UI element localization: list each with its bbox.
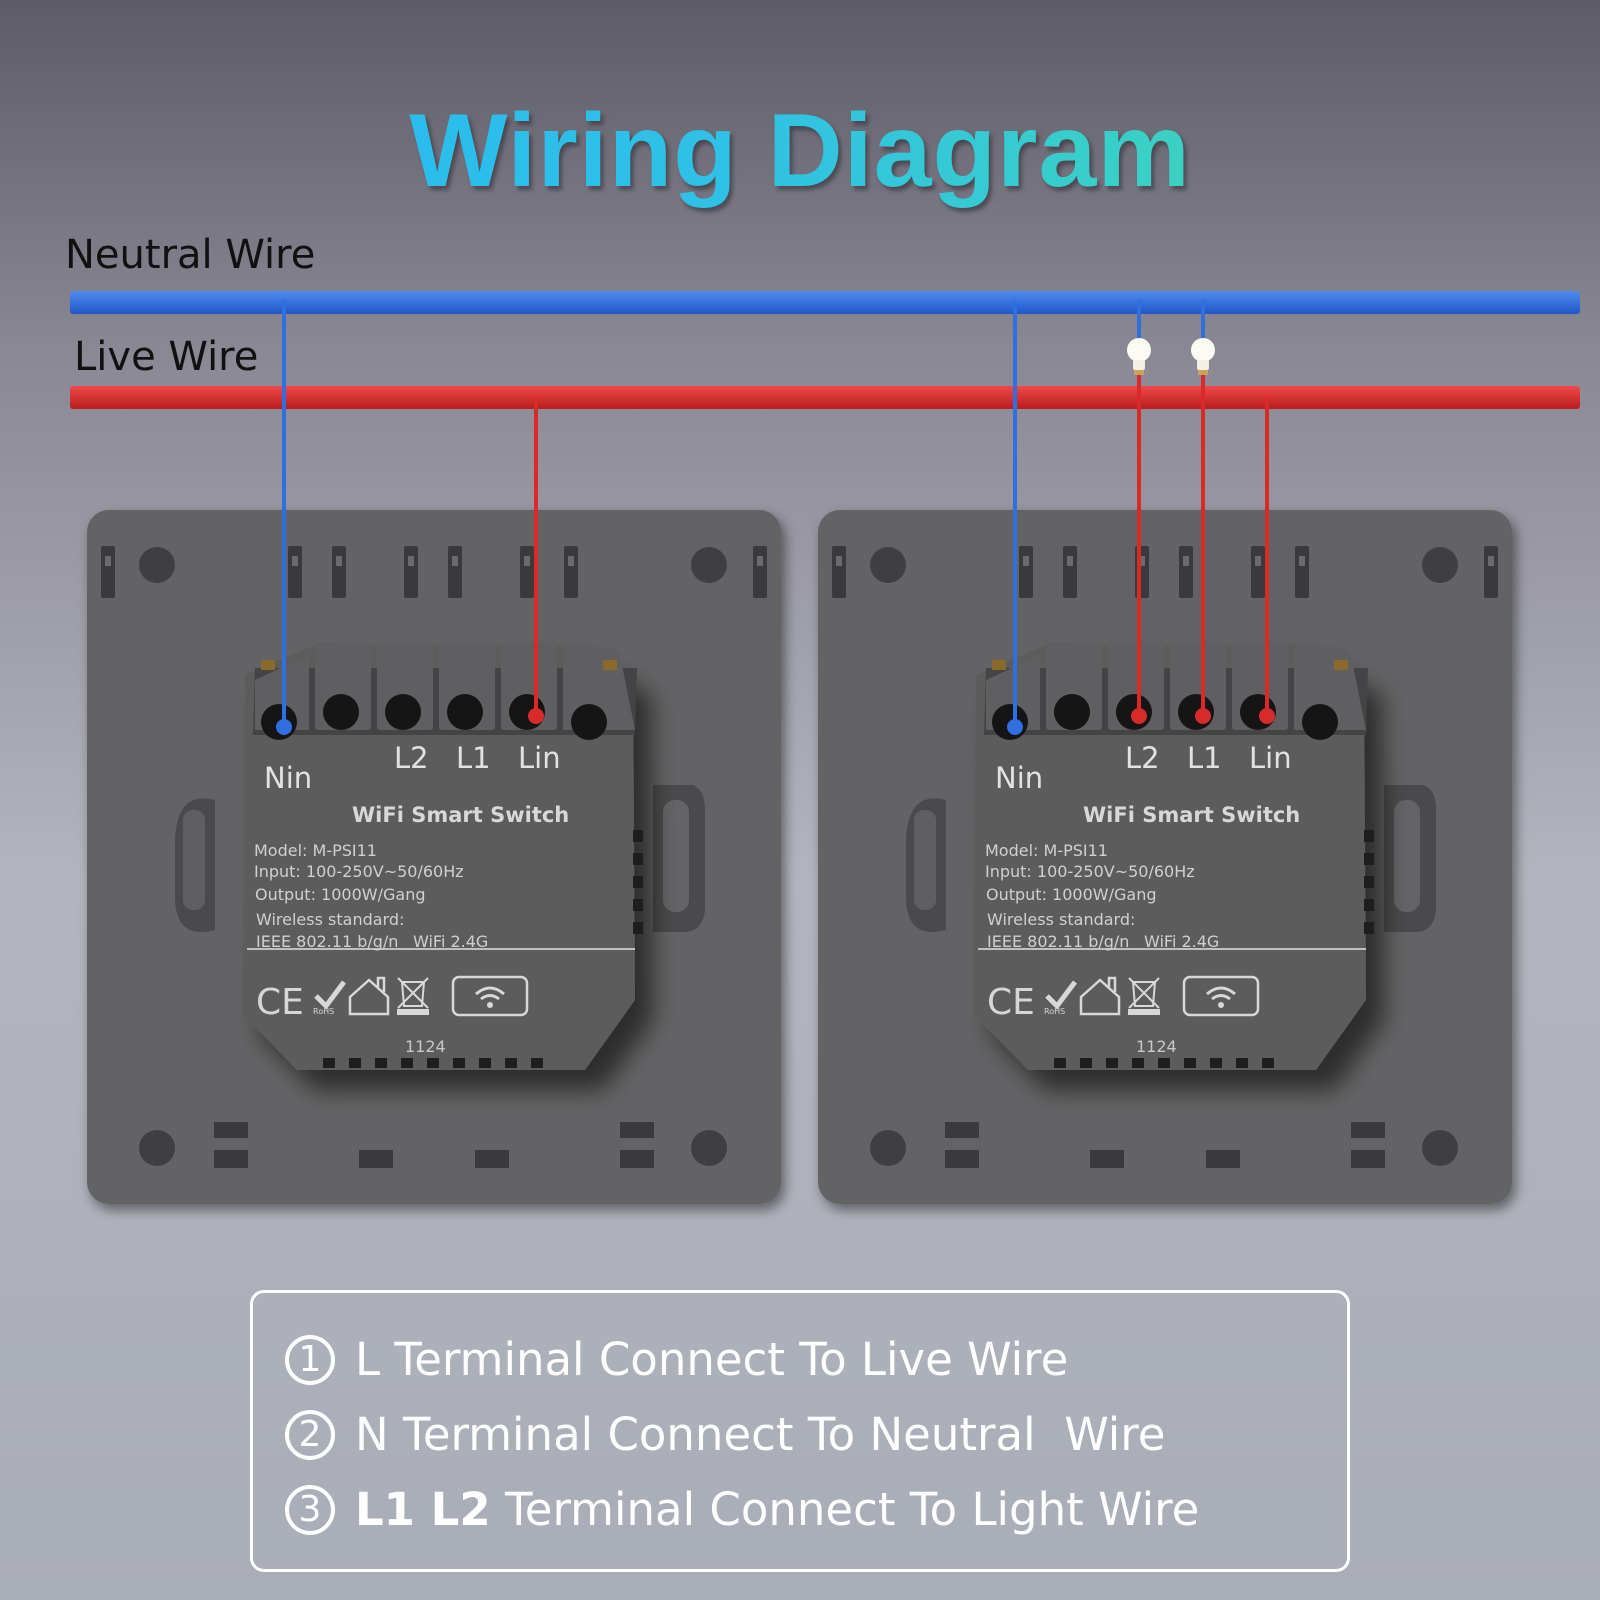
instruction-text: Terminal Connect To Live Wire xyxy=(380,1333,1069,1386)
instruction-item: 2 N Terminal Connect To Neutral Wire xyxy=(285,1408,1165,1461)
neutral-wire xyxy=(70,291,1580,314)
spec-wifi: WiFi 2.4G xyxy=(1144,932,1219,951)
weee-bin-icon xyxy=(1128,977,1160,1015)
switch-panel-1 xyxy=(87,510,781,1204)
weee-bin-icon xyxy=(397,977,429,1015)
terminal-label-l1: L1 xyxy=(1187,741,1222,775)
switch2-nin-terminal xyxy=(1007,719,1023,735)
product-name: WiFi Smart Switch xyxy=(1083,803,1300,827)
home-icon xyxy=(348,976,390,1016)
instruction-text: Terminal Connect To Neutral Wire xyxy=(388,1408,1166,1461)
spec-input: Input: 100-250V~50/60Hz xyxy=(985,862,1195,881)
check-icon xyxy=(1045,980,1077,1010)
light-bulb-icon xyxy=(1126,337,1152,376)
rohs-mark: RoHS xyxy=(313,1007,334,1016)
terminal-prefix: N xyxy=(355,1408,389,1461)
step-number-badge: 3 xyxy=(285,1484,335,1535)
terminal-label-l2: L2 xyxy=(394,741,429,775)
wifi-icon xyxy=(1206,986,1236,1001)
wifi-badge xyxy=(451,975,529,1017)
terminal-label-l2: L2 xyxy=(1125,741,1160,775)
neutral-wire-label: Neutral Wire xyxy=(65,232,316,278)
spec-wifi: WiFi 2.4G xyxy=(413,932,488,951)
wifi-icon xyxy=(475,986,505,1001)
spec-wireless: Wireless standard: xyxy=(256,910,404,929)
terminal-label-lin: Lin xyxy=(1249,741,1292,775)
rohs-mark: RoHS xyxy=(1044,1007,1065,1016)
terminal-prefix: L1 L2 xyxy=(355,1483,491,1536)
switch-panel-2 xyxy=(818,510,1512,1204)
spec-output: Output: 1000W/Gang xyxy=(255,885,425,904)
instruction-text: Terminal Connect To Light Wire xyxy=(490,1483,1200,1536)
spec-model: Model: M-PSI11 xyxy=(985,841,1108,860)
product-name: WiFi Smart Switch xyxy=(352,803,569,827)
spec-wireless: Wireless standard: xyxy=(987,910,1135,929)
switch1-nin-terminal xyxy=(276,719,292,735)
spec-ieee: IEEE 802.11 b/g/n xyxy=(256,932,398,951)
live-wire-label: Live Wire xyxy=(74,334,259,380)
check-icon xyxy=(314,980,346,1010)
ce-mark: CE xyxy=(256,982,304,1023)
step-number-badge: 1 xyxy=(285,1334,335,1385)
light-bulb-icon xyxy=(1190,337,1216,376)
spec-output: Output: 1000W/Gang xyxy=(986,885,1156,904)
instructions-box: 1 L Terminal Connect To Live Wire 2 N Te… xyxy=(250,1290,1350,1572)
product-code: 1124 xyxy=(1136,1037,1177,1056)
terminal-label-nin: Nin xyxy=(995,761,1043,795)
terminal-label-nin: Nin xyxy=(264,761,312,795)
terminal-label-l1: L1 xyxy=(456,741,491,775)
ce-mark: CE xyxy=(987,982,1035,1023)
switch1-labels: Nin L2 L1 Lin WiFi Smart Switch Model: M… xyxy=(254,741,569,1056)
step-number-badge: 2 xyxy=(285,1409,335,1460)
terminal-label-lin: Lin xyxy=(518,741,561,775)
switch2-l1-terminal xyxy=(1195,708,1211,724)
wifi-badge xyxy=(1182,975,1260,1017)
switch2-labels: Nin L2 L1 Lin WiFi Smart Switch Model: M… xyxy=(985,741,1300,1056)
wifi-dot xyxy=(487,1002,493,1008)
instruction-item: 1 L Terminal Connect To Live Wire xyxy=(285,1333,1068,1386)
terminal-prefix: L xyxy=(355,1333,381,1386)
spec-ieee: IEEE 802.11 b/g/n xyxy=(987,932,1129,951)
live-wire xyxy=(70,386,1580,409)
instruction-item: 3 L1 L2 Terminal Connect To Light Wire xyxy=(285,1483,1199,1536)
wiring-diagram: Nin L2 L1 Lin WiFi Smart Switch Model: M… xyxy=(70,291,1580,1260)
page-title: Wiring Diagram xyxy=(0,92,1600,211)
switch1-lin-terminal xyxy=(528,708,544,724)
product-code: 1124 xyxy=(405,1037,446,1056)
spec-model: Model: M-PSI11 xyxy=(254,841,377,860)
spec-input: Input: 100-250V~50/60Hz xyxy=(254,862,464,881)
wifi-dot xyxy=(1218,1002,1224,1008)
switch2-l2-terminal xyxy=(1131,708,1147,724)
home-icon xyxy=(1079,976,1121,1016)
switch2-lin-terminal xyxy=(1259,708,1275,724)
